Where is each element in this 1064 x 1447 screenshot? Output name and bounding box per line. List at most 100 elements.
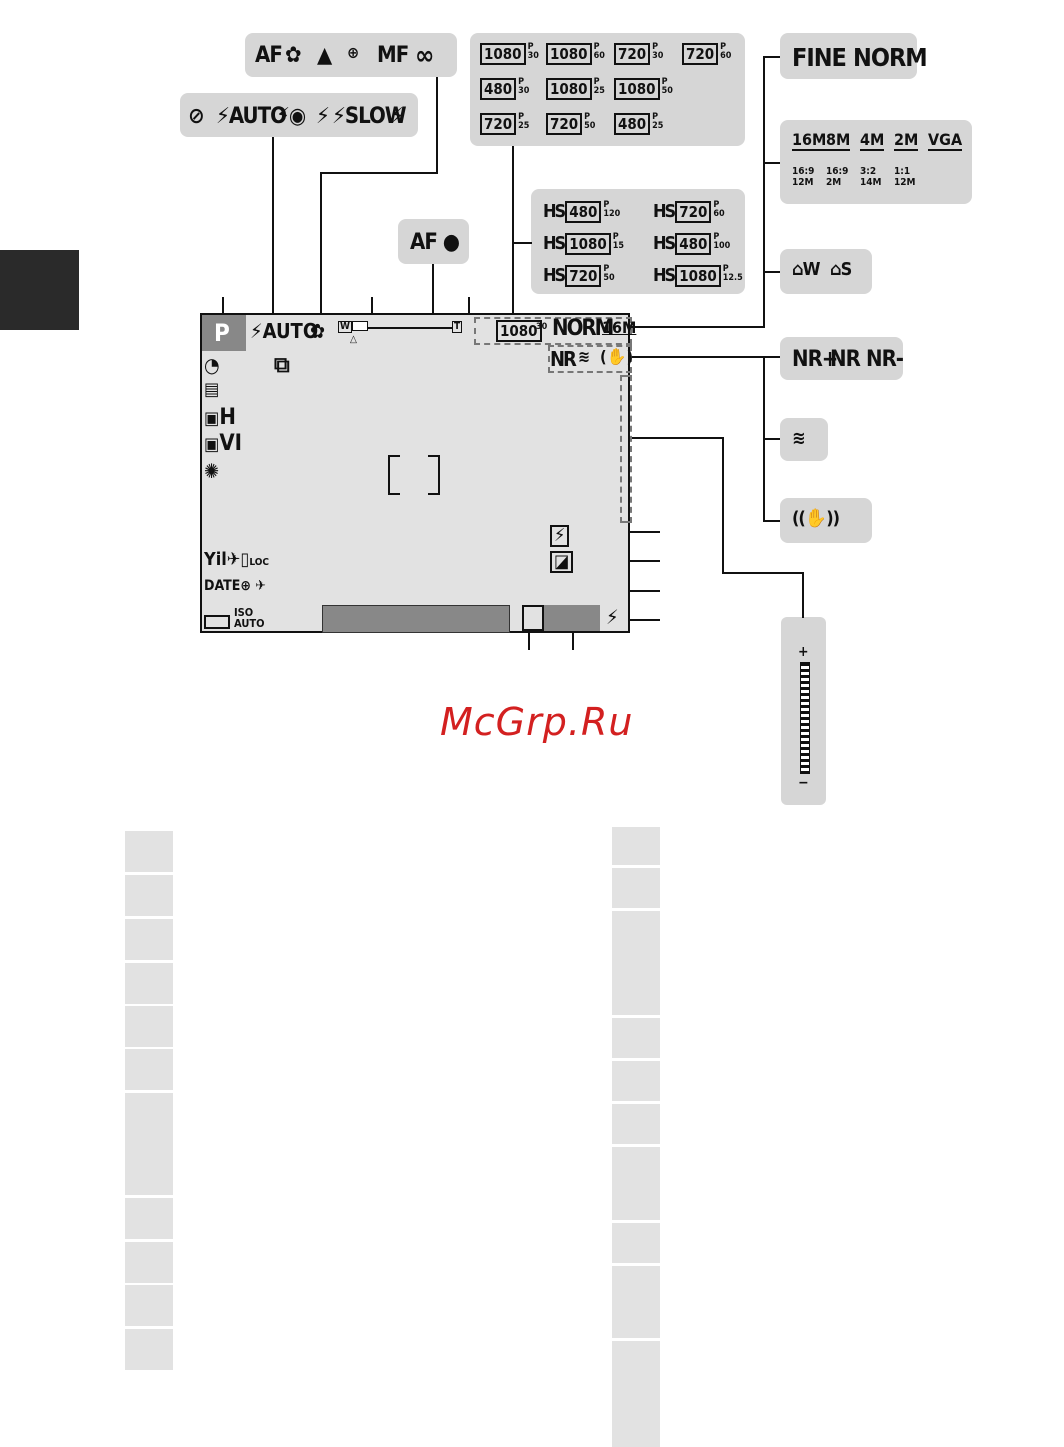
hs-prefix: HS xyxy=(543,233,566,254)
movie-rate: 60 xyxy=(593,51,605,61)
leader-line xyxy=(371,297,373,320)
quality-callout: FINE NORM xyxy=(780,33,928,79)
continuous-icon: ▤ xyxy=(204,379,220,400)
table-cell xyxy=(125,1049,173,1090)
table-cell xyxy=(125,831,173,872)
aspect-size-option: 3:2 14M xyxy=(860,166,882,188)
zoom-t: T xyxy=(452,321,463,333)
movie-value: 720 xyxy=(682,43,719,65)
table-cell xyxy=(612,911,660,1015)
shooting-mode: P xyxy=(214,319,230,347)
nr-status-area xyxy=(548,345,632,373)
hs-value: 1080 xyxy=(565,233,611,255)
macro-icon: ✿ xyxy=(285,43,302,68)
hs-rate: 12.5 xyxy=(722,273,743,283)
movie-rate: 30 xyxy=(518,86,530,96)
hs-rate: 50 xyxy=(603,273,615,283)
leader-line xyxy=(763,162,780,164)
zoom-w: W xyxy=(338,321,352,333)
leader-line xyxy=(802,572,804,618)
movie-value: 480 xyxy=(480,78,517,100)
flash-mode: ⚡AUTO xyxy=(250,319,319,343)
movie-rate: 30 xyxy=(527,51,539,61)
flash-comp-icon: ⚡ xyxy=(550,525,570,547)
date-imprint-icon: DATE⊕ ✈ xyxy=(204,578,266,594)
flash-auto-label: ⚡AUTO xyxy=(216,104,287,129)
flash-rear-icon: ⚡ xyxy=(390,104,404,129)
mr-icon: ⊕ xyxy=(347,43,359,62)
zoom-scale-screen: W T xyxy=(338,321,468,333)
leader-line xyxy=(628,590,660,592)
leader-line xyxy=(572,632,574,650)
landscape-icon: ▲ xyxy=(317,43,332,68)
macro-icon: ✿ xyxy=(310,319,326,343)
table-cell xyxy=(612,1266,660,1338)
flash-ready-icon: ⚡ xyxy=(606,605,619,629)
picture-control-icon: ▣H xyxy=(204,405,236,430)
movie-rate: 30 xyxy=(652,51,664,61)
self-timer-icon: ◔ xyxy=(204,353,220,377)
table-cell xyxy=(612,1223,660,1263)
leader-line xyxy=(320,172,438,174)
nr-callout: NR+ NR NR- xyxy=(780,337,904,380)
leader-line xyxy=(628,326,765,328)
flash-off-icon: ⊘ xyxy=(188,104,205,129)
hs-value: 720 xyxy=(675,201,712,223)
nr-label: NR xyxy=(830,347,861,372)
wind-icon: ≋ xyxy=(578,347,591,366)
size-option: 2M xyxy=(894,130,919,151)
chapter-tab xyxy=(0,250,79,330)
leader-line xyxy=(628,437,723,439)
movie-value: 1080 xyxy=(480,43,526,65)
leader-line xyxy=(512,146,514,315)
table-cell xyxy=(612,1147,660,1220)
hs-prefix: HS xyxy=(653,233,676,254)
hs-rate: 120 xyxy=(603,209,621,219)
movie-value: 1080 xyxy=(614,78,660,100)
movie-icon: 1080 xyxy=(496,320,542,342)
movie-value: 1080 xyxy=(546,78,592,100)
aspect-size-option: 16:9 12M xyxy=(792,166,815,188)
gps-icon: Yil✈▯LOC xyxy=(204,549,269,570)
side-status-area xyxy=(620,375,632,523)
af-indicator: AF ● xyxy=(410,230,460,255)
zoom-plus: + xyxy=(798,644,809,660)
loc-value: LOC xyxy=(249,557,269,568)
vr-icon: ((✋)) xyxy=(792,508,840,529)
leader-line xyxy=(763,438,780,440)
leader-line xyxy=(628,619,660,621)
table-cell xyxy=(612,1018,660,1058)
picture-control-value: H xyxy=(219,405,236,430)
leader-line xyxy=(763,56,765,328)
zoom-scale xyxy=(800,662,810,774)
nr-value: NR xyxy=(550,347,577,371)
leader-line xyxy=(628,560,660,562)
table-cell xyxy=(125,1329,173,1370)
zoom-pointer-icon: △ xyxy=(350,334,357,345)
bottom-bar-left xyxy=(322,605,510,633)
flash-redeye-icon: ⚡◉ xyxy=(276,104,306,129)
leader-line xyxy=(432,264,434,320)
infinity-icon: ∞ xyxy=(415,41,434,71)
hs-rate: 60 xyxy=(713,209,725,219)
flash-slow-label: ⚡SLOW xyxy=(332,104,407,129)
wind-noise-callout: ⌂W ⌂S xyxy=(780,249,872,294)
aspect-size-option: 1:1 12M xyxy=(894,166,916,188)
movie-sub: 30 xyxy=(536,322,548,332)
hs-value: 480 xyxy=(675,233,712,255)
color-icon: ▣VI xyxy=(204,431,242,456)
size-option: 4M xyxy=(860,130,885,151)
movie-rate: 25 xyxy=(593,86,605,96)
flash-fill-icon: ⚡ xyxy=(316,104,330,129)
table-cell xyxy=(125,919,173,960)
watermark: McGrp.Ru xyxy=(440,700,634,744)
zoom-minus: − xyxy=(798,775,809,791)
white-balance-icon: ✺ xyxy=(204,459,220,483)
